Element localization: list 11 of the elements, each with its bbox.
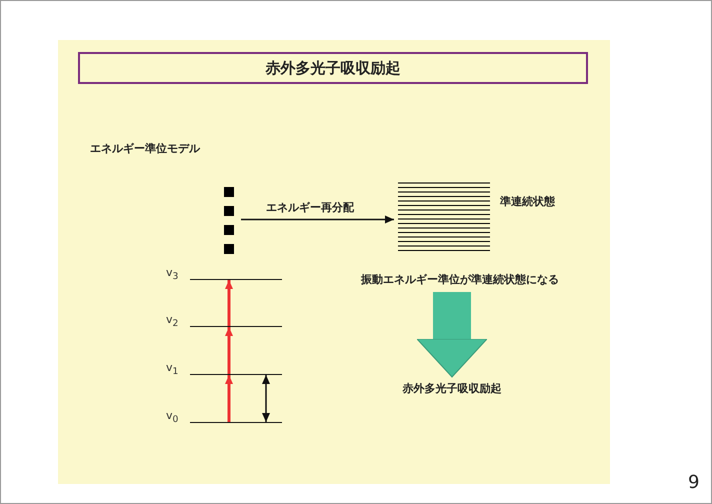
level-label: v$_{3}$ — [166, 266, 178, 282]
level-label: v$_{0}$ — [166, 409, 178, 426]
section-heading: エネルギー準位モデル — [90, 141, 200, 156]
level-label: v$_{2}$ — [166, 313, 178, 330]
page-number: 9 — [688, 472, 700, 493]
level-label: v$_{1}$ — [166, 361, 178, 378]
slide-title: 赤外多光子吸収励起 — [78, 52, 588, 84]
statement-text: 振動エネルギー準位が準連続状態になる — [361, 273, 559, 286]
state-label: 準連続状態 — [500, 194, 555, 209]
edge-label: エネルギー再分配 — [266, 200, 354, 215]
statement-text: 赤外多光子吸収励起 — [402, 382, 502, 395]
